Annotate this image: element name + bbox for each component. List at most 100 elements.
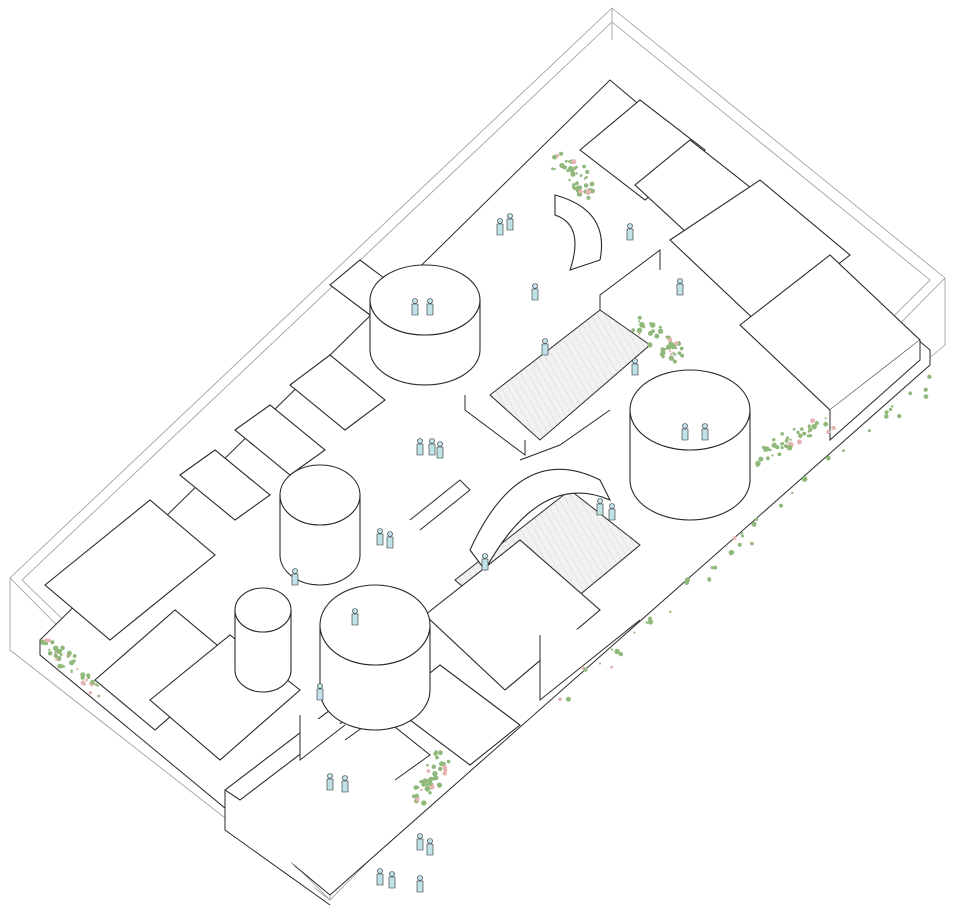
plant-leaf: [578, 189, 583, 194]
plant-leaf: [779, 503, 784, 508]
plant-leaf: [610, 648, 614, 651]
plant-leaf: [70, 670, 73, 674]
plant-leaf: [802, 431, 807, 436]
plant-leaf: [610, 665, 614, 669]
plant-leaf: [590, 188, 595, 194]
plant-leaf: [923, 394, 929, 399]
plant-leaf: [637, 315, 642, 320]
plant-leaf: [419, 780, 423, 784]
plant-leaf: [780, 432, 784, 436]
plant-leaf: [737, 542, 742, 547]
plant-leaf: [426, 769, 431, 773]
plant-leaf: [658, 325, 662, 329]
plant-leaf: [754, 517, 759, 522]
vegetation: [40, 151, 932, 806]
cylinder-room: [629, 369, 751, 521]
plant-leaf: [583, 183, 589, 188]
people-figures: [291, 213, 709, 893]
plant-leaf: [890, 405, 894, 408]
person-figure: [626, 223, 634, 241]
plant-leaf: [638, 320, 641, 323]
plant-leaf: [668, 355, 674, 361]
plant-leaf: [677, 351, 682, 355]
person-figure: [631, 358, 639, 376]
plant-leaf: [758, 456, 764, 462]
plant-leaf: [52, 645, 59, 652]
person-figure: [531, 283, 539, 301]
plant-leaf: [771, 454, 774, 457]
plant-leaf: [750, 541, 754, 546]
plant-leaf: [60, 646, 65, 651]
plant-leaf: [90, 679, 95, 685]
person-figure: [416, 875, 424, 893]
plant-leaf: [645, 621, 649, 624]
interior-walls: [299, 249, 661, 781]
person-figure: [428, 438, 436, 456]
plant-leaf: [598, 662, 601, 665]
plant-leaf: [559, 151, 564, 156]
plant-leaf: [923, 387, 928, 392]
person-figure: [701, 423, 709, 441]
plant-leaf: [585, 169, 590, 175]
plant-leaf: [571, 158, 577, 165]
plant-leaf: [670, 342, 674, 346]
plant-leaf: [638, 332, 641, 336]
ground-floor-slab: [39, 79, 931, 896]
plant-leaf: [761, 445, 766, 450]
plant-leaf: [824, 417, 827, 420]
plant-leaf: [424, 781, 428, 784]
plant-leaf: [432, 776, 437, 781]
plant-leaf: [575, 181, 579, 185]
plant-leaf: [792, 427, 796, 431]
plant-leaf: [772, 438, 776, 442]
person-figure: [596, 498, 604, 516]
plant-leaf: [427, 780, 433, 786]
plant-leaf: [684, 580, 690, 585]
plant-leaf: [55, 657, 59, 661]
person-figure: [676, 278, 684, 296]
plant-leaf: [784, 444, 788, 448]
plant-leaf: [53, 653, 58, 658]
plant-leaf: [586, 195, 591, 200]
person-figure: [506, 213, 514, 231]
plant-leaf: [810, 418, 816, 424]
plant-leaf: [768, 448, 772, 452]
plant-leaf: [94, 682, 98, 686]
plant-leaf: [765, 456, 770, 461]
plant-leaf: [763, 449, 767, 452]
plant-leaf: [41, 640, 46, 645]
plant-leaf: [647, 342, 653, 348]
plant-leaf: [647, 619, 654, 625]
plant-leaf: [826, 429, 831, 434]
person-figure: [411, 298, 419, 316]
plant-leaf: [654, 333, 660, 339]
plant-leaf: [432, 770, 438, 777]
person-figure: [496, 218, 504, 236]
plant-leaf: [669, 349, 672, 352]
person-figure: [416, 833, 424, 851]
plant-leaf: [427, 778, 430, 782]
plant-leaf: [657, 328, 664, 334]
plant-leaf: [589, 181, 595, 187]
person-figure: [316, 683, 324, 701]
plant-leaf: [664, 347, 667, 351]
plant-leaf: [69, 660, 75, 666]
person-figure: [326, 773, 334, 791]
plant-leaf: [785, 436, 790, 440]
plant-leaf: [669, 352, 673, 356]
plant-leaf: [442, 764, 448, 770]
plant-leaf: [755, 460, 761, 467]
plant-leaf: [88, 690, 93, 695]
cylinder-room: [279, 464, 361, 586]
plant-leaf: [888, 407, 893, 412]
plant-leaf: [740, 532, 744, 535]
plant-leaf: [614, 648, 620, 655]
person-figure: [541, 338, 549, 356]
plant-leaf: [66, 650, 72, 656]
plant-leaf: [97, 694, 101, 698]
plant-leaf: [798, 433, 803, 439]
plant-leaf: [431, 764, 437, 770]
roof-block: [289, 354, 386, 431]
plant-leaf: [732, 536, 737, 540]
